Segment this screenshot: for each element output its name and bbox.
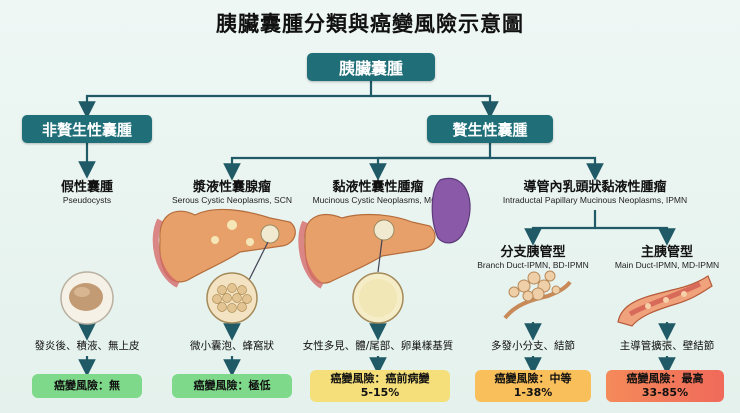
md-ipmn-illustration — [617, 275, 713, 327]
risk-badge-pseudocyst: 癌變風險：無 — [32, 374, 142, 398]
risk-label: 癌變風險：極低 — [193, 379, 271, 392]
category-neoplastic: 贅生性囊腫 — [427, 115, 553, 143]
subtype-english: Branch Duct-IPMN, BD-IPMN — [477, 260, 589, 270]
bd-ipmn-illustration — [503, 270, 572, 320]
risk-percent: 1-38% — [513, 386, 553, 399]
type-scn: 漿液性囊腺瘤 Serous Cystic Neoplasms, SCN — [157, 176, 307, 205]
type-english: Mucinous Cystic Neoplasms, MCN — [312, 195, 444, 205]
type-name: 假性囊腫 — [60, 180, 113, 195]
feature-mcn: 女性多見、體/尾部、卵巢樣基質 — [302, 340, 454, 352]
page-title: 胰臟囊腫分類與癌變風險示意圖 — [216, 12, 524, 36]
subtype-md-ipmn: 主胰管型 Main Duct-IPMN, MD-IPMN — [604, 241, 730, 270]
subtype-english: Main Duct-IPMN, MD-IPMN — [614, 260, 720, 270]
category-non-neoplastic: 非贅生性囊腫 — [22, 115, 152, 143]
subtype-name: 分支胰管型 — [500, 245, 566, 260]
subtype-name: 主胰管型 — [640, 245, 693, 260]
pseudocyst-illustration — [60, 271, 114, 325]
type-name: 漿液性囊腺瘤 — [192, 180, 271, 195]
risk-percent: 33-85% — [641, 386, 689, 399]
risk-percent: 5-15% — [360, 386, 400, 399]
risk-badge-scn: 癌變風險：極低 — [172, 374, 292, 398]
type-pseudocyst: 假性囊腫 Pseudocysts — [27, 176, 147, 205]
type-name: 黏液性囊性腫瘤 — [332, 180, 424, 195]
risk-badge-mcn: 癌變風險：癌前病變 5-15% — [310, 370, 450, 402]
type-mcn: 黏液性囊性腫瘤 Mucinous Cystic Neoplasms, MCN — [303, 176, 453, 205]
risk-label: 癌變風險：中等 — [494, 372, 572, 385]
subtype-bd-ipmn: 分支胰管型 Branch Duct-IPMN, BD-IPMN — [468, 241, 598, 270]
feature-md-ipmn: 主導管擴張、壁結節 — [619, 340, 715, 352]
type-english: Serous Cystic Neoplasms, SCN — [172, 195, 292, 205]
type-ipmn: 導管內乳頭狀黏液性腫瘤 Intraductal Papillary Mucino… — [488, 176, 702, 205]
risk-label: 癌變風險：最高 — [626, 372, 704, 385]
type-name: 導管內乳頭狀黏液性腫瘤 — [523, 180, 667, 195]
risk-badge-md-ipmn: 癌變風險：最高 33-85% — [606, 370, 724, 402]
feature-bd-ipmn: 多發小分支、結節 — [491, 340, 575, 352]
risk-label: 癌變風險：癌前病變 — [330, 372, 430, 385]
mcn-pancreas-illustration — [298, 177, 471, 324]
scn-pancreas-illustration — [152, 208, 296, 324]
type-english: Pseudocysts — [62, 195, 112, 205]
feature-scn: 微小囊泡、蜂窩狀 — [190, 340, 274, 352]
risk-label: 癌變風險：無 — [54, 379, 120, 392]
risk-badge-bd-ipmn: 癌變風險：中等 1-38% — [475, 370, 591, 402]
type-english: Intraductal Papillary Mucinous Neoplasms… — [502, 195, 688, 205]
feature-pseudocyst: 發炎後、積液、無上皮 — [34, 340, 140, 352]
root-node: 胰臟囊腫 — [307, 53, 435, 81]
